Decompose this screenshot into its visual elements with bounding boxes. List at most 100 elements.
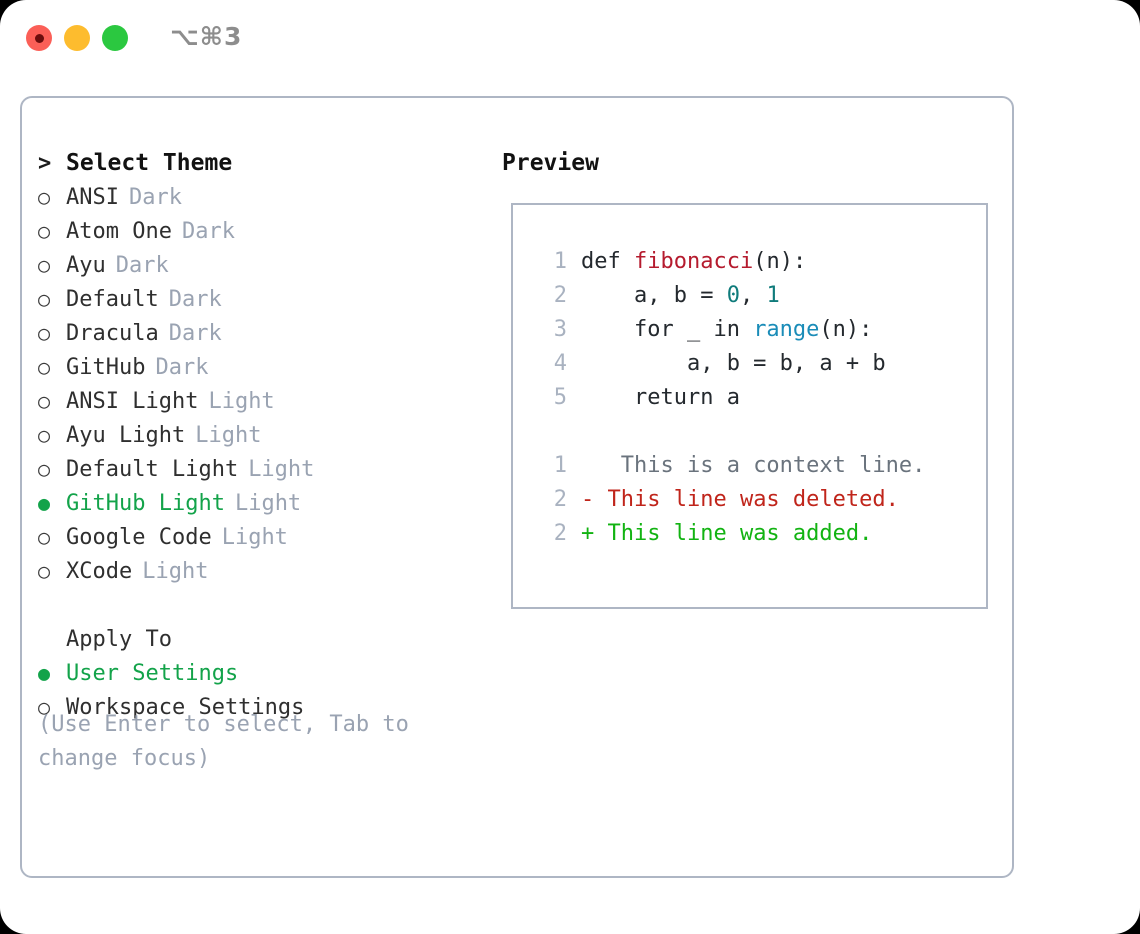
apply-to-item[interactable]: ○ Workspace Settings xyxy=(38,690,478,724)
apply-to-item-label: Workspace Settings xyxy=(66,695,305,720)
theme-item-label: GitHub xyxy=(66,355,146,380)
theme-list-item[interactable]: ○ Ayu Light Light xyxy=(38,418,478,452)
diff-text: This line was deleted. xyxy=(594,487,899,512)
apply-to-heading: Apply To xyxy=(38,622,478,656)
line-number: 3 xyxy=(553,317,567,342)
code-token: , xyxy=(739,283,767,308)
line-number: 1 xyxy=(553,249,567,274)
theme-list-item[interactable]: ○ Atom One Dark xyxy=(38,214,478,248)
theme-list-item[interactable]: ○ Default Dark xyxy=(38,282,478,316)
theme-item-badge: Dark xyxy=(181,219,235,244)
theme-item-badge: Light xyxy=(195,423,262,448)
diff-line: 2 + This line was added. xyxy=(539,517,925,551)
theme-item-badge: Dark xyxy=(155,355,209,380)
code-token: 0 xyxy=(726,283,740,308)
apply-to-list: ● User Settings ○ Workspace Settings xyxy=(38,656,478,724)
code-token: range xyxy=(753,317,820,342)
theme-item-label: Default xyxy=(66,287,159,312)
theme-list-item[interactable]: ○ XCode Light xyxy=(38,554,478,588)
line-number: 2 xyxy=(553,283,567,308)
radio-unselected-icon: ○ xyxy=(38,321,51,345)
apply-to-item[interactable]: ● User Settings xyxy=(38,656,478,690)
theme-item-label: GitHub Light xyxy=(66,491,225,516)
code-token: return a xyxy=(581,385,740,410)
preview-title: Preview xyxy=(502,150,599,176)
indent-spacer xyxy=(38,622,66,656)
theme-item-badge: Dark xyxy=(168,287,222,312)
radio-unselected-icon: ○ xyxy=(38,559,51,583)
close-button[interactable] xyxy=(26,25,52,51)
window-controls xyxy=(26,25,128,51)
code-line: 3 for _ in range(n): xyxy=(539,313,925,347)
theme-item-label: ANSI Light xyxy=(66,389,199,414)
radio-unselected-icon: ○ xyxy=(38,457,51,481)
hint-text: (Use Enter to select, Tab to change focu… xyxy=(38,712,409,771)
code-token: 1 xyxy=(766,283,780,308)
theme-item-badge: Light xyxy=(142,559,209,584)
code-token: a, b = xyxy=(581,283,727,308)
maximize-button[interactable] xyxy=(102,25,128,51)
diff-marker: - xyxy=(581,487,595,512)
theme-picker-heading-label: Select Theme xyxy=(66,150,233,176)
theme-item-badge: Dark xyxy=(128,185,182,210)
apply-to-item-label: User Settings xyxy=(66,661,239,686)
radio-unselected-icon: ○ xyxy=(38,185,51,209)
radio-selected-icon: ● xyxy=(38,661,51,685)
radio-unselected-icon: ○ xyxy=(38,355,51,379)
code-token: a, b = b, a + b xyxy=(581,351,886,376)
radio-unselected-icon: ○ xyxy=(38,389,51,413)
theme-list-item[interactable]: ○ ANSI Dark xyxy=(38,180,478,214)
line-number: 5 xyxy=(553,385,567,410)
theme-item-badge: Light xyxy=(221,525,288,550)
code-token: def xyxy=(581,249,634,274)
theme-item-badge: Light xyxy=(248,457,315,482)
theme-item-label: ANSI xyxy=(66,185,119,210)
code-token: (n): xyxy=(819,317,873,342)
radio-unselected-icon: ○ xyxy=(38,525,51,549)
radio-unselected-icon: ○ xyxy=(38,287,51,311)
minimize-button[interactable] xyxy=(64,25,90,51)
theme-list-item[interactable]: ○ Google Code Light xyxy=(38,520,478,554)
section-spacer xyxy=(38,588,478,622)
diff-marker: + xyxy=(581,521,595,546)
theme-item-label: Atom One xyxy=(66,219,172,244)
code-line: 5 return a xyxy=(539,381,925,415)
radio-selected-icon: ● xyxy=(38,491,51,515)
diff-line: 1 This is a context line. xyxy=(539,449,926,483)
diff-text: This line was added. xyxy=(594,521,873,546)
code-token: (n): xyxy=(753,249,807,274)
theme-list-item[interactable]: ○ ANSI Light Light xyxy=(38,384,478,418)
theme-item-label: Default Light xyxy=(66,457,239,482)
diff-marker xyxy=(581,453,594,478)
record-dot-icon xyxy=(34,33,44,43)
diff-text: This is a context line. xyxy=(594,453,926,478)
theme-list-item[interactable]: ○ Default Light Light xyxy=(38,452,478,486)
theme-item-badge: Dark xyxy=(115,253,169,278)
radio-unselected-icon: ○ xyxy=(38,219,51,243)
theme-item-badge: Light xyxy=(208,389,275,414)
radio-unselected-icon: ○ xyxy=(38,253,51,277)
theme-picker-heading: >Select Theme xyxy=(38,146,478,180)
line-number: 2 xyxy=(553,487,567,512)
line-number: 2 xyxy=(553,521,567,546)
theme-item-label: Dracula xyxy=(66,321,159,346)
theme-list-item[interactable]: ○ Dracula Dark xyxy=(38,316,478,350)
preview-section: Preview xyxy=(502,146,1002,180)
theme-item-label: Google Code xyxy=(66,525,212,550)
code-line: 2 a, b = 0, 1 xyxy=(539,279,925,313)
line-number: 4 xyxy=(553,351,567,376)
radio-unselected-icon: ○ xyxy=(38,423,51,447)
diff-line: 2- This line was deleted. xyxy=(539,483,925,517)
theme-item-badge: Dark xyxy=(168,321,222,346)
radio-unselected-icon: ○ xyxy=(38,695,51,719)
theme-item-label: Ayu Light xyxy=(66,423,186,448)
line-number: 1 xyxy=(553,453,567,478)
theme-list-item[interactable]: ○ GitHub Dark xyxy=(38,350,478,384)
theme-item-label: XCode xyxy=(66,559,133,584)
